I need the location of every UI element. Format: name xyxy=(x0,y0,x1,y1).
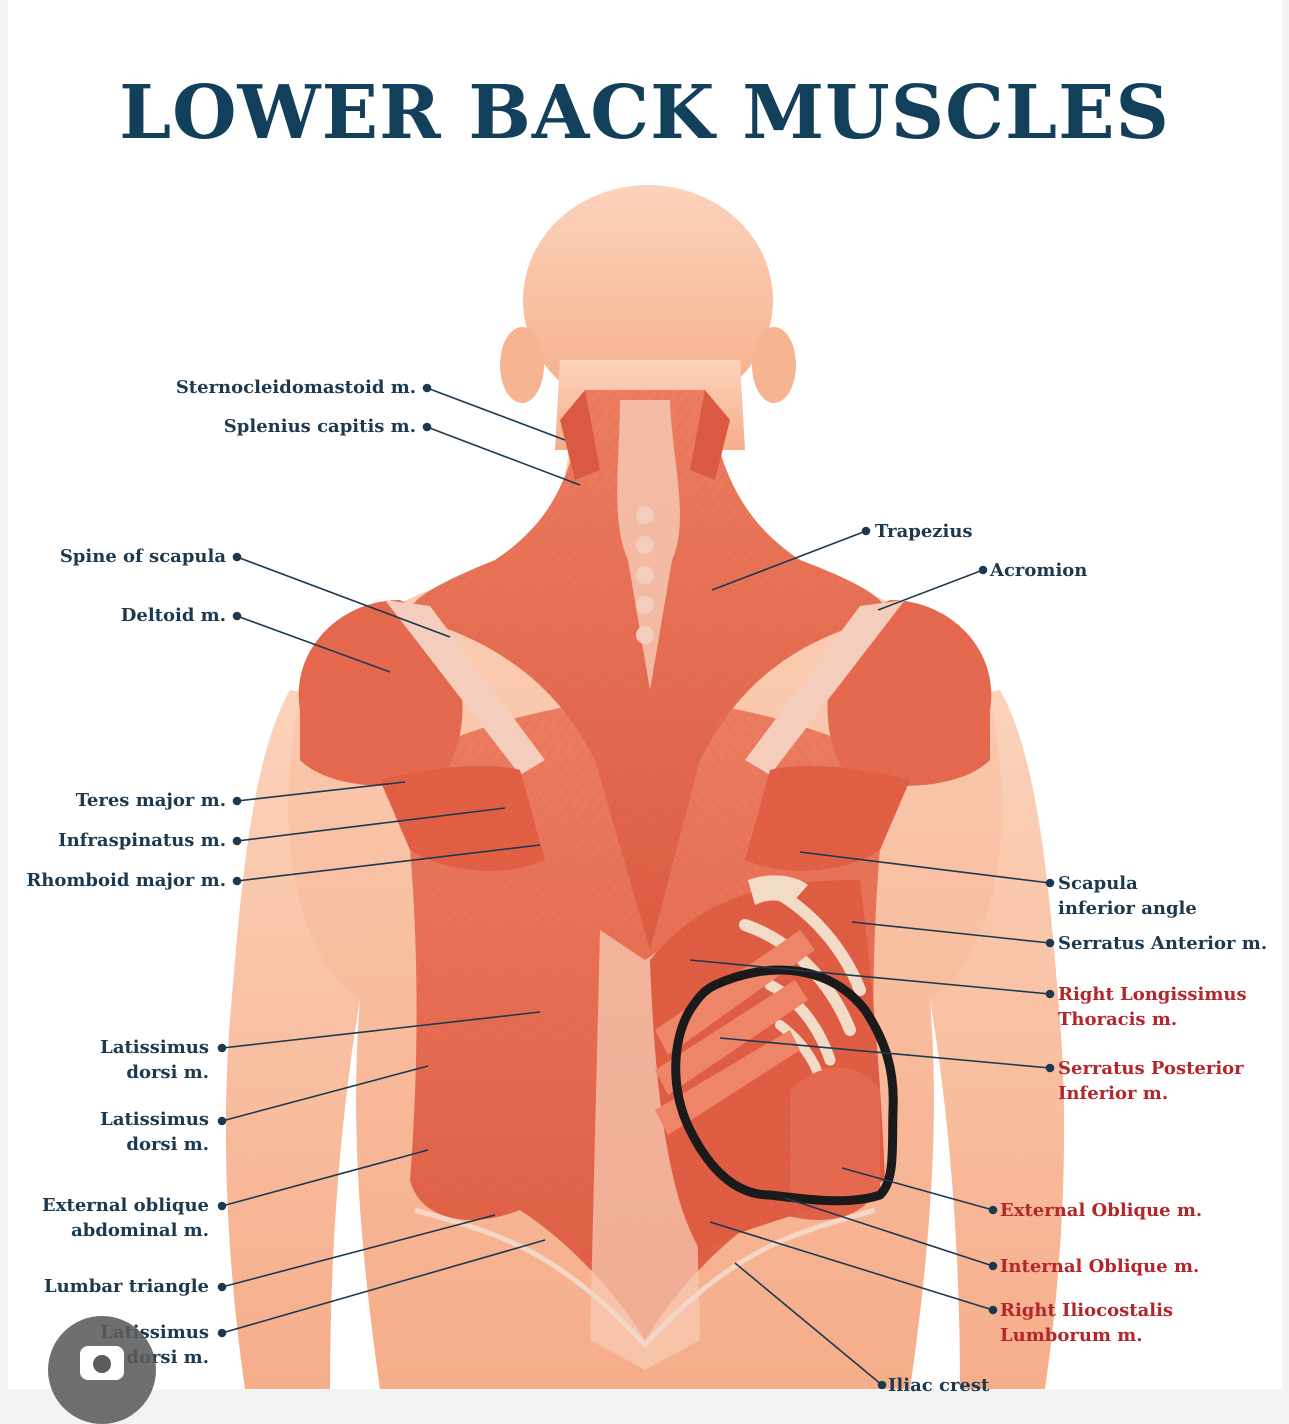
label-external-oblique: External Oblique m. xyxy=(1000,1200,1203,1221)
label-external-oblique-abdominal: External oblique abdominal m. xyxy=(42,1195,209,1241)
label-trapezius: Trapezius xyxy=(875,521,973,542)
label-spine-of-scapula: Spine of scapula xyxy=(59,546,226,567)
label-iliac-crest: Iliac crest xyxy=(888,1375,990,1396)
label-sternocleidomastoid: Sternocleidomastoid m. xyxy=(175,377,416,398)
camera-glyph-icon xyxy=(80,1346,124,1380)
page-title: LOWER BACK MUSCLES xyxy=(119,70,1170,156)
back-anatomy-figure xyxy=(217,185,1065,1389)
label-latissimus-dorsi-2: Latissimus dorsi m. xyxy=(100,1109,209,1155)
label-infraspinatus: Infraspinatus m. xyxy=(58,830,226,851)
highlight-circle xyxy=(671,965,898,1206)
label-latissimus-dorsi-1: Latissimus dorsi m. xyxy=(100,1037,209,1083)
label-lumbar-triangle: Lumbar triangle xyxy=(43,1276,209,1297)
label-rhomboid-major: Rhomboid major m. xyxy=(26,870,226,891)
trapezius-muscle xyxy=(410,390,886,950)
label-acromion: Acromion xyxy=(990,560,1088,581)
label-right-iliocostalis-lumborum: Right Iliocostalis Lumborum m. xyxy=(1000,1300,1174,1346)
label-serratus-anterior: Serratus Anterior m. xyxy=(1058,933,1268,954)
label-serratus-posterior-inferior: Serratus Posterior Inferior m. xyxy=(1058,1058,1244,1104)
scapular-muscles xyxy=(380,765,910,871)
leader-lines xyxy=(217,383,1055,1389)
label-right-longissimus-thoracis: Right Longissimus Thoracis m. xyxy=(1058,984,1247,1030)
deltoid-muscles xyxy=(298,600,992,786)
label-splenius-capitis: Splenius capitis m. xyxy=(223,416,416,437)
head xyxy=(500,185,796,450)
label-teres-major: Teres major m. xyxy=(75,790,226,811)
label-internal-oblique: Internal Oblique m. xyxy=(1000,1256,1200,1277)
label-deltoid: Deltoid m. xyxy=(120,605,226,626)
label-scapula-inferior-angle: Scapula inferior angle xyxy=(1058,873,1197,919)
